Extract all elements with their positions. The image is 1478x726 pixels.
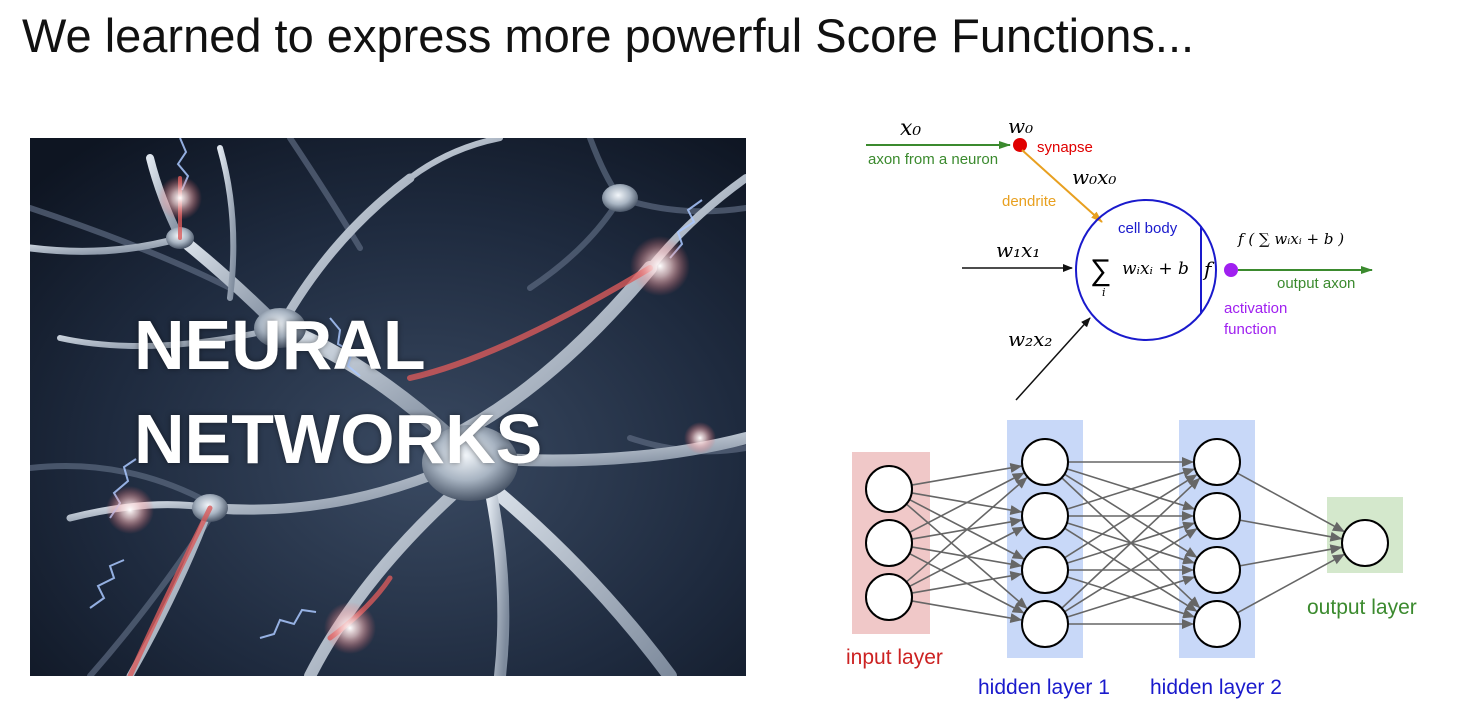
network-nodes (865, 438, 1389, 648)
diagrams-panel: x₀ w₀ synapse axon from a neuron w₀x₀ de… (840, 100, 1460, 715)
w2x2-arrow (1015, 317, 1091, 401)
hidden-1-node (1021, 546, 1069, 594)
x0-label: x₀ (900, 116, 921, 141)
hidden-1-node (1021, 600, 1069, 648)
network-edge (1239, 544, 1343, 567)
output-node (1341, 519, 1389, 567)
hidden-2-node (1193, 600, 1241, 648)
cell-body-label: cell body (1118, 220, 1178, 237)
hidden-1-node (1021, 492, 1069, 540)
w0x0-label: w₀x₀ (1072, 165, 1116, 189)
hidden-2-node (1193, 438, 1241, 486)
network-diagram: input layer hidden layer 1 hidden layer … (846, 420, 1417, 699)
network-edge (905, 477, 1028, 583)
network-edges (905, 457, 1345, 629)
sum-symbol: ∑ (1090, 254, 1111, 287)
neuron-illustration (30, 138, 746, 676)
axon-from-neuron-label: axon from a neuron (868, 151, 998, 168)
activation-label-line2: function (1224, 321, 1277, 338)
caption-line-networks: NETWORKS (134, 400, 543, 478)
w0-label: w₀ (1008, 114, 1033, 138)
hidden-1-node (1021, 438, 1069, 486)
output-expression: f ( ∑ wᵢxᵢ + b ) (1237, 230, 1344, 248)
network-edge (1066, 575, 1196, 618)
photo-caption: NEURAL NETWORKS (134, 298, 542, 486)
w1x1-label: w₁x₁ (996, 238, 1040, 262)
activation-dot (1224, 263, 1238, 277)
cell-body-circle (1075, 199, 1217, 341)
hidden-2-node (1193, 546, 1241, 594)
network-edge (1066, 467, 1196, 510)
diagrams-svg: x₀ w₀ synapse axon from a neuron w₀x₀ de… (846, 114, 1417, 699)
activation-f-label: f (1202, 257, 1215, 281)
caption-line-neural: NEURAL (134, 306, 426, 384)
network-edge (1064, 474, 1198, 559)
network-edge (1236, 553, 1345, 614)
output-layer-label: output layer (1307, 596, 1417, 619)
network-edge (1236, 472, 1345, 533)
sum-index: i (1102, 286, 1106, 299)
hidden-layer-2-label: hidden layer 2 (1150, 676, 1282, 699)
network-edge (911, 571, 1023, 594)
activation-label-line1: activation (1224, 300, 1287, 317)
network-edge (1061, 477, 1201, 609)
sum-expression: wᵢxᵢ + b (1122, 259, 1189, 279)
dendrite-arrow (1021, 149, 1103, 223)
input-node (865, 519, 913, 567)
neural-networks-photo: NEURAL NETWORKS (30, 138, 746, 676)
network-edge (1064, 528, 1198, 613)
hidden-layer-1-label: hidden layer 1 (978, 676, 1110, 699)
network-edge (909, 472, 1025, 534)
network-edge (911, 463, 1023, 486)
output-axon-label: output axon (1277, 275, 1355, 292)
neuron-model: x₀ w₀ synapse axon from a neuron w₀x₀ de… (866, 114, 1373, 401)
synapse-label: synapse (1037, 139, 1093, 156)
synapse-dot (1013, 138, 1027, 152)
network-edge (911, 600, 1023, 623)
input-node (865, 573, 913, 621)
w2x2-label: w₂x₂ (1008, 327, 1052, 351)
input-layer-label: input layer (846, 646, 943, 669)
hidden-2-node (1193, 492, 1241, 540)
network-edge (1239, 519, 1343, 542)
network-edge (909, 526, 1025, 588)
input-node (865, 465, 913, 513)
dendrite-label: dendrite (1002, 193, 1056, 210)
slide-title: We learned to express more powerful Scor… (22, 9, 1195, 62)
